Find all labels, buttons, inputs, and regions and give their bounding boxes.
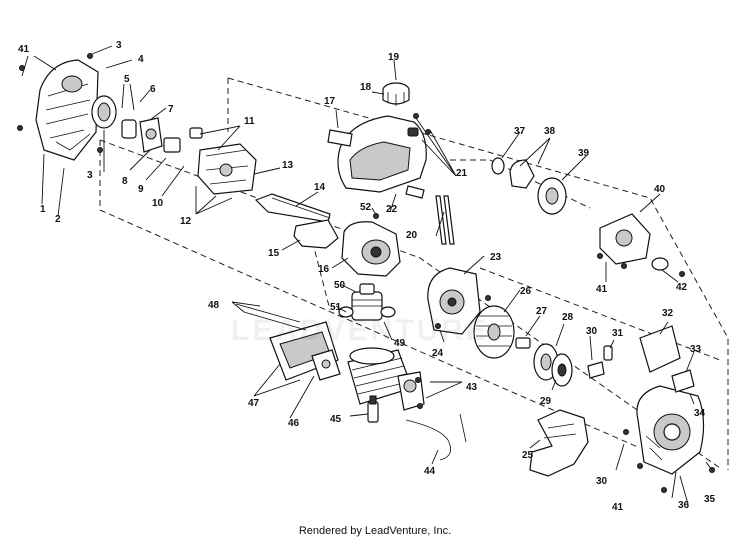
callout-label: 16 <box>318 264 330 275</box>
crankcase-part <box>341 221 401 277</box>
callout-label: 3 <box>116 40 122 51</box>
callout-label: 30 <box>596 476 608 487</box>
callout-label: 11 <box>244 116 255 127</box>
callout-label: 8 <box>122 176 128 187</box>
callout-label: 4 <box>138 54 144 65</box>
callout-label: 36 <box>678 500 690 511</box>
callout-label: 28 <box>562 312 574 323</box>
callout-label: 41 <box>612 502 624 513</box>
callout-label: 29 <box>540 396 552 407</box>
muffler-gasket-part <box>311 349 341 381</box>
callout-label: 7 <box>168 104 174 115</box>
callout-label: 44 <box>424 466 436 477</box>
callout-label: 5 <box>124 74 130 85</box>
callout-label: 38 <box>544 126 556 137</box>
starter-pawl-parts <box>587 345 613 379</box>
watermark-text: LEADVENTURE <box>231 314 489 347</box>
callout-label: 12 <box>180 216 192 227</box>
callout-label: 26 <box>520 286 532 297</box>
callout-label: 33 <box>690 344 702 355</box>
ignition-parts <box>367 371 467 461</box>
callout-label: 13 <box>282 160 294 171</box>
callout-label: 30 <box>586 326 598 337</box>
callout-label: 31 <box>612 328 624 339</box>
callout-label: 27 <box>536 306 548 317</box>
callout-label: 15 <box>268 248 280 259</box>
callout-label: 17 <box>324 96 336 107</box>
callout-label: 48 <box>208 300 220 311</box>
callout-label: 6 <box>150 84 156 95</box>
leader-lines <box>21 45 713 505</box>
callout-label: 18 <box>360 82 372 93</box>
callout-label: 3 <box>87 170 93 181</box>
callout-label: 42 <box>676 282 688 293</box>
callout-label: 2 <box>55 214 61 225</box>
footer-credit: Rendered by LeadVenture, Inc. <box>298 525 452 537</box>
cylinder-part <box>347 347 413 405</box>
left-housing-part <box>35 59 99 161</box>
starter-housing-part <box>636 385 705 475</box>
callout-label: 25 <box>522 450 534 461</box>
callout-label: 14 <box>314 182 326 193</box>
callout-label: 35 <box>704 494 716 505</box>
fuel-tank-part <box>337 82 427 193</box>
callout-label: 41 <box>596 284 608 295</box>
callout-label: 34 <box>694 408 706 419</box>
callout-label: 43 <box>466 382 478 393</box>
callout-label: 50 <box>334 280 346 291</box>
air-filter-part <box>91 95 117 129</box>
callout-label: 24 <box>432 348 444 359</box>
throttle-shaft-part <box>254 193 339 249</box>
callout-label: 22 <box>386 204 398 215</box>
callout-label: 9 <box>138 184 144 195</box>
callout-label: 19 <box>388 52 400 63</box>
carburetor-parts <box>121 117 257 195</box>
guard-part <box>529 409 589 477</box>
callout-label: 52 <box>360 202 372 213</box>
callout-label: 49 <box>394 338 406 349</box>
callout-label: 39 <box>578 148 590 159</box>
callout-label: 1 <box>40 204 46 215</box>
fastener-parts <box>17 53 715 493</box>
callout-label: 20 <box>406 230 418 241</box>
callout-label: 51 <box>330 302 342 313</box>
callout-label: 23 <box>490 252 502 263</box>
callout-label: 40 <box>654 184 666 195</box>
callout-numbers: 1 2 3 3 4 5 6 7 8 9 10 11 12 13 14 15 16… <box>18 40 716 513</box>
callout-label: 46 <box>288 418 300 429</box>
flywheel-part <box>473 305 515 359</box>
recoil-plate-part <box>639 325 695 393</box>
callout-label: 32 <box>662 308 674 319</box>
callout-label: 21 <box>456 168 468 179</box>
crankcase-half-part <box>427 267 481 335</box>
piston-part <box>338 283 396 321</box>
callout-label: 10 <box>152 198 164 209</box>
callout-label: 45 <box>330 414 342 425</box>
callout-label: 37 <box>514 126 526 137</box>
gearbox-parts <box>491 157 669 271</box>
callout-label: 47 <box>248 398 260 409</box>
callout-label: 41 <box>18 44 30 55</box>
clutch-parts <box>515 337 573 387</box>
